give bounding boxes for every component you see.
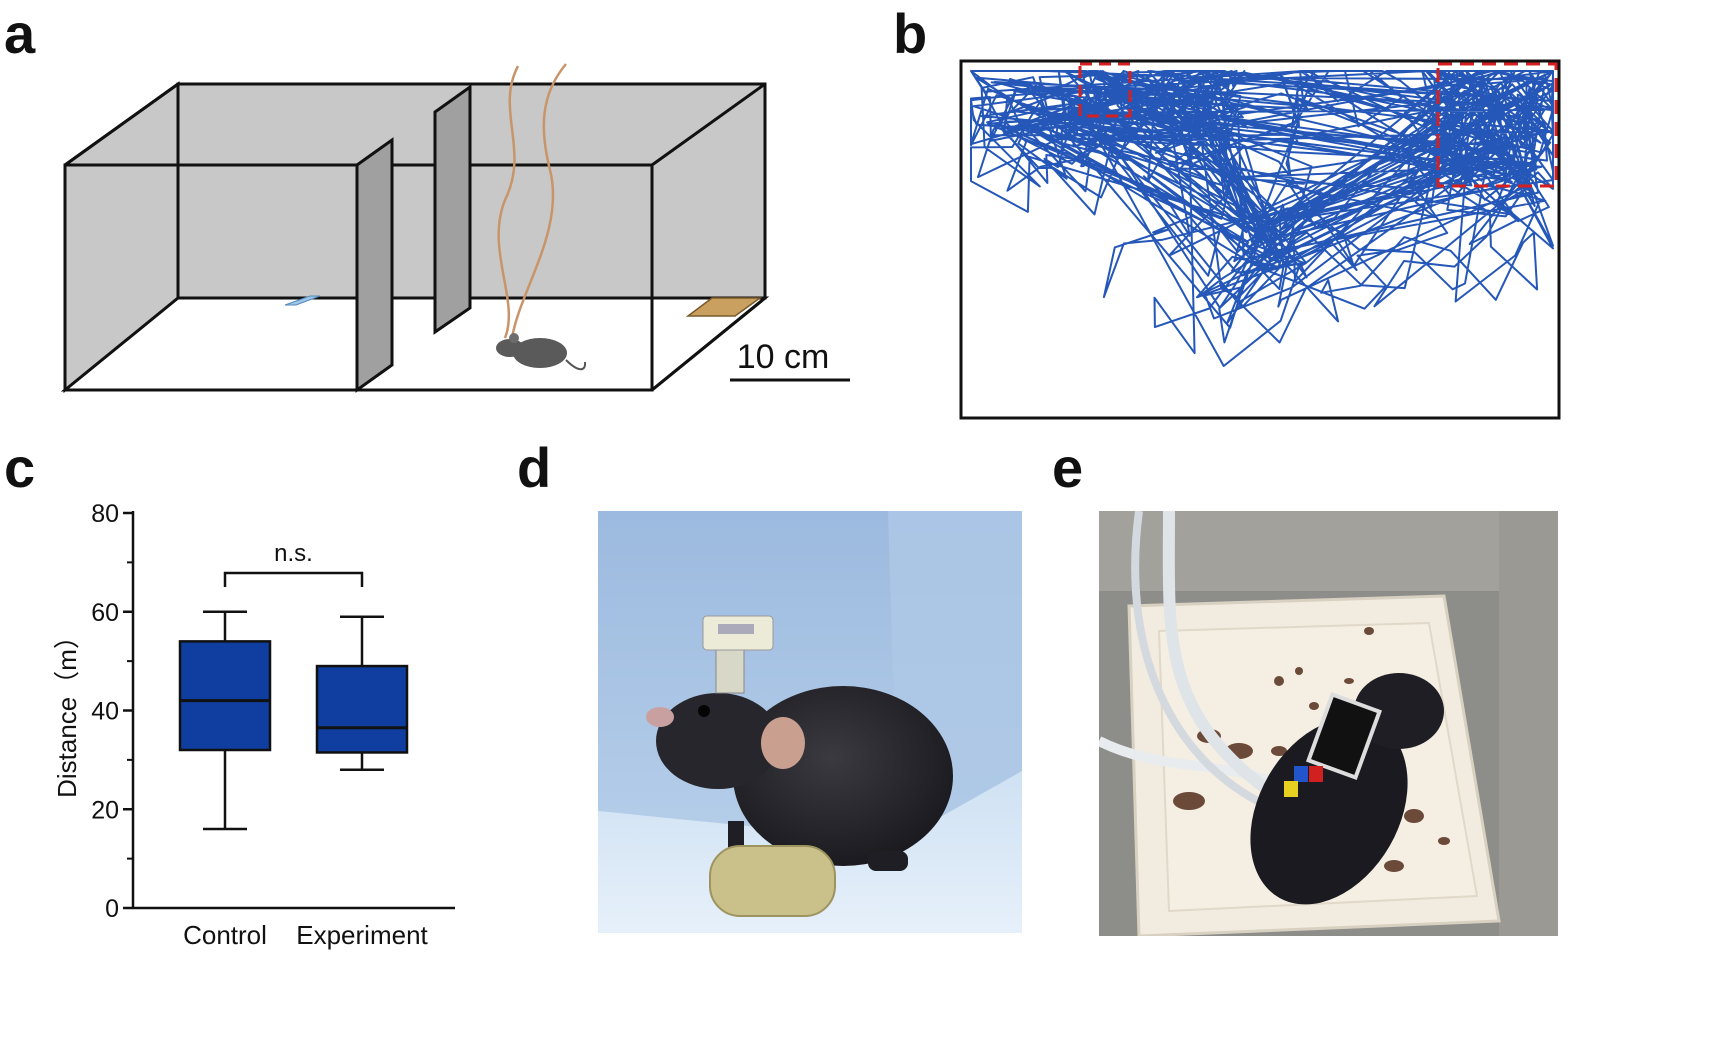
- arena-near-wall-shade-2: [358, 165, 652, 298]
- edge-floor-right: [651, 296, 766, 392]
- food-pad: [685, 297, 763, 317]
- mouse-head: [656, 693, 780, 789]
- arena-schematic: 10 cm: [60, 63, 850, 394]
- box-experiment: Experiment: [296, 615, 429, 950]
- panel-letter-c: c: [4, 436, 36, 499]
- headstage-device-top: [1305, 691, 1383, 781]
- box-control: Control: [178, 610, 272, 950]
- y-tick-label: 0: [105, 895, 119, 923]
- significance-label: n.s.: [274, 540, 313, 567]
- box-iqr: [178, 640, 272, 752]
- mouse-photo-illustration: [598, 511, 1022, 933]
- bracket-line: [223, 571, 364, 587]
- tray-photo: [1099, 511, 1558, 936]
- boxplot-axes: 0 20 40 60 80: [91, 500, 455, 923]
- panel-letter-d: d: [517, 436, 552, 499]
- trajectory-path: [970, 70, 1554, 367]
- boxplot-marks: Control Experiment: [178, 610, 429, 950]
- mouse-head-top: [1354, 673, 1444, 749]
- significance-bracket: [223, 571, 364, 587]
- scale-bar-label: 10 cm: [737, 338, 830, 376]
- water-pad: [284, 295, 321, 306]
- food-pellet: [709, 845, 836, 917]
- panel-letter-e: e: [1052, 436, 1084, 499]
- trajectory-line: [970, 70, 1554, 367]
- tether-wire-2: [510, 63, 567, 339]
- arena-near-wall-shade: [65, 165, 358, 390]
- mouse-body-top: [1250, 717, 1408, 905]
- roi-left: [1078, 62, 1132, 118]
- roi-right: [1436, 62, 1558, 188]
- divider-panel-front: [355, 137, 394, 393]
- y-axis-label: Distance（m）: [52, 623, 82, 798]
- mouse-ear: [761, 717, 805, 769]
- box-iqr: [315, 664, 409, 754]
- mouse-photo: [598, 511, 1022, 933]
- arena-floor: [60, 296, 770, 392]
- trajectory-plot: [959, 59, 1561, 420]
- edge-top-right: [651, 82, 766, 167]
- mouse-icon: [496, 333, 587, 371]
- panel-letter-b: b: [893, 2, 928, 65]
- y-tick-label: 60: [91, 599, 119, 627]
- y-tick-label: 20: [91, 796, 119, 824]
- y-tick-label: 80: [91, 500, 119, 528]
- panel-letter-a: a: [4, 2, 36, 65]
- tether-wire-1: [497, 65, 520, 339]
- edge-top-left: [64, 82, 179, 167]
- x-category-label: Experiment: [296, 920, 428, 950]
- divider-panel-back: [433, 84, 472, 335]
- x-category-label: Control: [183, 920, 267, 950]
- tray-photo-illustration: [1099, 511, 1558, 936]
- y-tick-label: 40: [91, 698, 119, 726]
